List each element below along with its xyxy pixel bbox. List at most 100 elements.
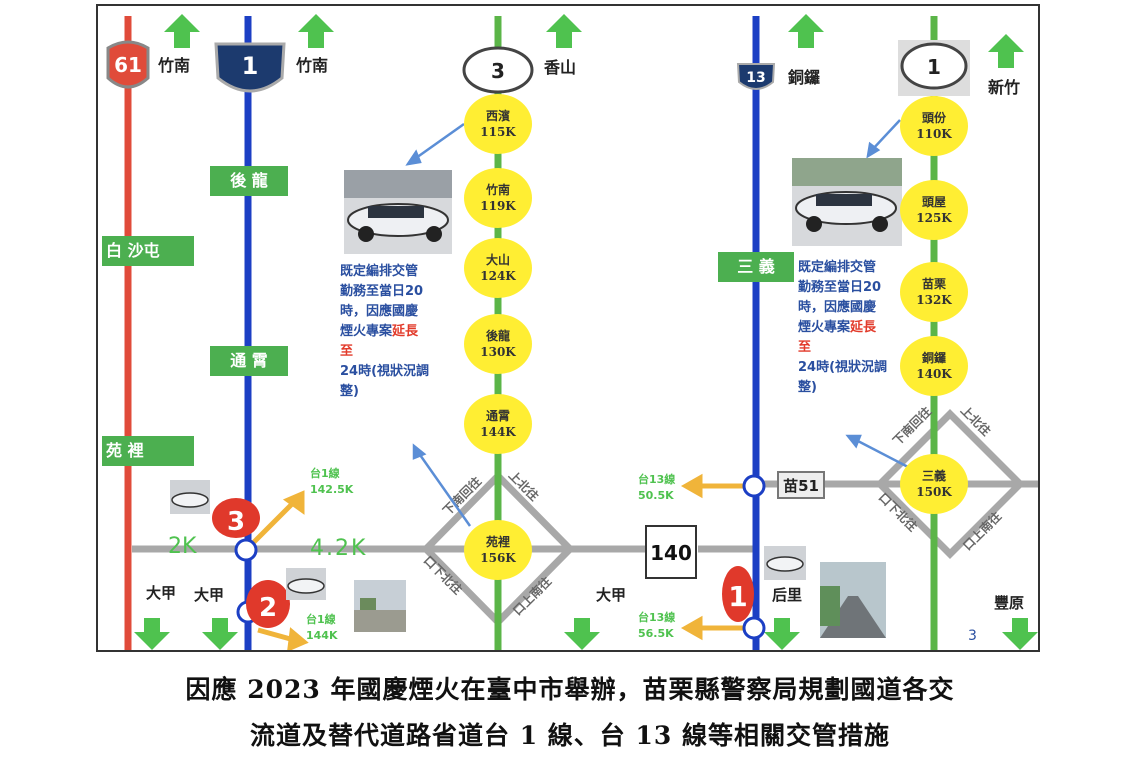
detour-arrow-icon [680, 615, 744, 641]
station-name: 三義 [921, 469, 946, 483]
direction-label: 大甲 [146, 584, 177, 602]
junction-marker [742, 474, 766, 498]
police-car-thumbnail [286, 568, 326, 600]
km-label: 台1線 142.5K [310, 467, 354, 496]
detour-arrow-icon [252, 490, 305, 544]
shield-prov13-icon: 13 [736, 63, 776, 90]
note-text: 24時(視狀況調整) [340, 364, 430, 399]
station-name: 苗栗 [921, 277, 946, 291]
km-label: 台1線 144K [306, 613, 338, 642]
station-circle: 頭屋 125K [900, 180, 968, 240]
station-km: 150K [916, 485, 952, 499]
station-km: 124K [480, 269, 516, 283]
police-car-thumbnail [170, 480, 210, 514]
station-km: 132K [916, 293, 952, 307]
station-name: 後龍 [485, 329, 510, 343]
shield-national1-icon: 1 [214, 42, 286, 93]
station-km: 115K [480, 125, 516, 139]
direction-label: 香山 [544, 58, 577, 77]
direction-label: 后里 [772, 586, 803, 604]
station-name: 西濱 [485, 109, 510, 123]
town-label-tongxiao: 通 霄 [210, 346, 288, 376]
svg-text:3: 3 [227, 507, 245, 537]
marker-3: 3 [212, 498, 260, 538]
station-km: 125K [916, 211, 952, 225]
pointer-arrow-icon [412, 443, 472, 527]
roadside-photo [354, 580, 406, 632]
detour-arrow-icon [257, 627, 309, 650]
km-label: 4.2K [310, 536, 368, 561]
pointer-arrow-icon [405, 122, 465, 166]
arrow-down-icon [764, 618, 800, 650]
arrow-up-icon [298, 14, 334, 48]
svg-text:1: 1 [242, 52, 259, 80]
km-label: 台13線 56.5K [638, 611, 676, 640]
note-highlight: 延長至 [340, 324, 419, 359]
arrow-down-icon [1002, 618, 1038, 650]
police-car-photo [344, 170, 452, 254]
station-circle: 銅鑼 140K [900, 336, 968, 396]
station-circle: 苗栗 132K [900, 262, 968, 322]
arrow-up-icon [988, 34, 1024, 68]
traffic-map: 下南回往 上北往 口下北往 口上南往 下南回往 上北往 口下北往 口上南往 61… [96, 4, 1040, 652]
direction-label: 新竹 [988, 78, 1021, 97]
marker-2: 2 [246, 580, 290, 628]
shield-national3-icon: 3 [462, 46, 534, 94]
station-name: 通霄 [485, 409, 510, 423]
station-km: 144K [480, 425, 516, 439]
station-circle: 頭份 110K [900, 96, 968, 156]
caption-line-1: 因應 2023 年國慶煙火在臺中市舉辦，苗栗縣警察局規劃國道各交 [185, 675, 955, 704]
station-circle: 後龍 130K [464, 314, 532, 374]
marker-1: 1 [722, 566, 754, 622]
station-km: 140K [916, 367, 952, 381]
town-label-baisha: 白 沙屯 [102, 236, 194, 266]
station-name: 大山 [485, 253, 510, 267]
town-label-houlong: 後 龍 [210, 166, 288, 196]
station-circle: 西濱 115K [464, 94, 532, 154]
station-km: 110K [916, 127, 952, 141]
caption-line-2: 流道及替代道路省道台 1 線、台 13 線等相關交管措施 [249, 721, 890, 750]
note-text: 24時(視狀況調整) [798, 360, 888, 395]
svg-text:1: 1 [728, 580, 747, 613]
road-photo [820, 562, 886, 638]
arrow-down-icon [202, 618, 238, 650]
arrow-down-icon [134, 618, 170, 650]
km-label: 台13線 50.5K [638, 473, 676, 502]
station-km: 119K [480, 199, 516, 213]
svg-text:2: 2 [259, 593, 277, 623]
detour-arrow-icon [680, 473, 744, 499]
station-circle: 三義 150K [900, 454, 968, 514]
direction-label: 竹南 [296, 56, 329, 75]
junction-marker [742, 616, 766, 640]
pointer-arrow-icon [866, 119, 901, 159]
arrow-up-icon [164, 14, 200, 48]
junction-marker [234, 538, 258, 562]
small-route-number: 3 [968, 628, 977, 644]
town-label-sanyi: 三 義 [718, 252, 794, 282]
station-name: 頭份 [921, 111, 946, 125]
station-name: 頭屋 [921, 195, 946, 209]
station-km: 130K [480, 345, 516, 359]
station-circle: 苑裡 156K [464, 520, 532, 580]
station-circle: 大山 124K [464, 238, 532, 298]
ramp-label: 上北往 [958, 403, 994, 439]
ramp-label: 口下北往 [421, 553, 466, 598]
arrow-down-icon [564, 618, 600, 650]
map-canvas: 下南回往 上北往 口下北往 口上南往 下南回往 上北往 口下北往 口上南往 61… [106, 14, 1038, 650]
direction-label: 竹南 [158, 56, 191, 75]
police-car-thumbnail [764, 546, 806, 580]
station-name: 銅鑼 [921, 351, 946, 365]
svg-text:61: 61 [114, 53, 142, 77]
arrow-up-icon [546, 14, 582, 48]
note-text: 既定編排交管勤務至當日20時，因應國慶煙火專案 [798, 260, 882, 335]
note-highlight: 延長至 [798, 320, 877, 355]
svg-text:苗51: 苗51 [783, 477, 819, 495]
shield-prov61-icon: 61 [106, 40, 150, 89]
km-label: 2K [168, 534, 197, 559]
ramp-label: 口上南往 [960, 509, 1005, 554]
station-km: 156K [480, 551, 516, 565]
shield-prov1-icon: 1 [898, 40, 970, 96]
station-name: 苑裡 [485, 535, 510, 549]
